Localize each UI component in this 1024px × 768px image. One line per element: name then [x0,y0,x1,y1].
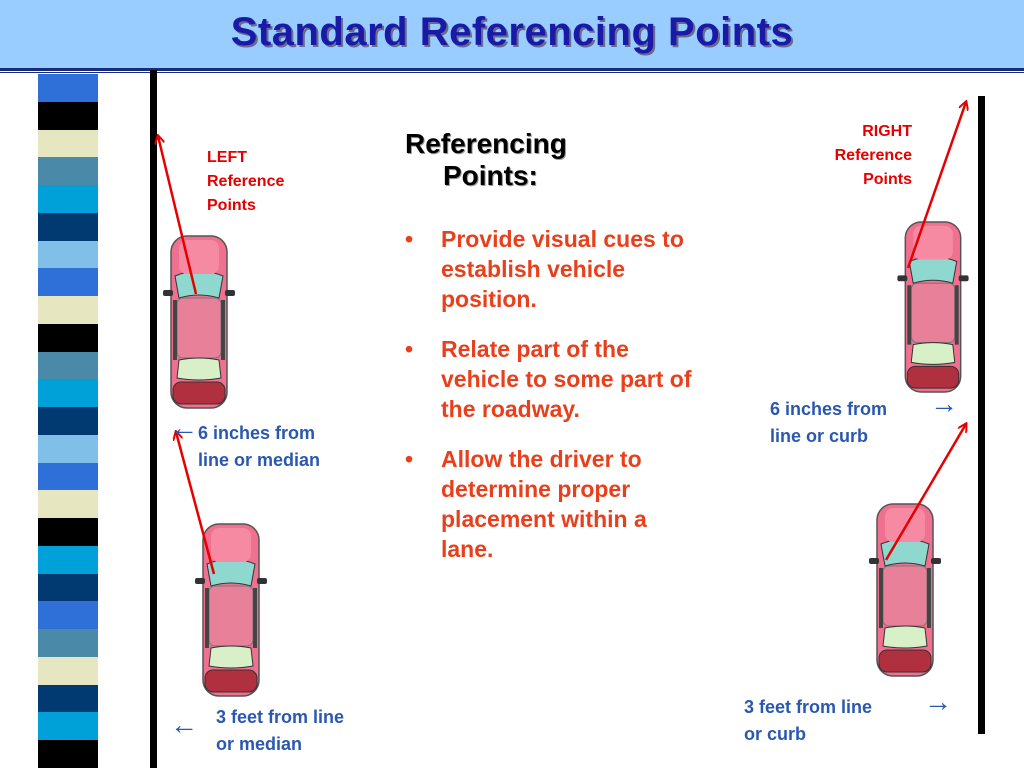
right-label-line1: RIGHT [862,123,912,140]
left-arrow-icon: ← [170,412,198,443]
car-icon-left-bottom [195,523,267,697]
stripe-segment [38,185,98,213]
note-line: line or median [198,450,321,470]
stripe-segment [38,296,98,324]
right-arrow-icon: → [924,686,952,717]
right-label-line3: Points [863,171,912,188]
stripe-segment [38,157,98,185]
stripe-segment [38,656,98,685]
right-label-line2: Reference [834,147,912,164]
stripe-segment [38,462,98,491]
stripe-segment [38,545,98,574]
left-label-line1: LEFT [207,149,247,166]
stripe-segment [38,712,98,740]
stripe-segment [38,212,98,241]
stripe-segment [38,101,98,130]
decorative-stripe-bar [38,74,98,768]
stripe-segment [38,379,98,407]
right-lane-line [978,96,985,734]
stripe-segment [38,323,98,352]
note-line: or median [216,734,303,754]
stripe-segment [38,268,98,296]
left-three-feet-note: 3 feet from line or median [216,704,344,758]
sight-line-right-top [906,102,966,269]
bullet-text: Allow the driver to determine proper pla… [441,446,647,562]
left-arrow-icon: ← [170,709,198,740]
stripe-segment [38,129,98,158]
right-arrow-icon: → [930,388,958,419]
stripe-segment [38,434,98,463]
stripe-segment [38,601,98,629]
left-reference-label: LEFT Reference Points [207,146,284,218]
bullet-text: Provide visual cues to establish vehicle… [441,226,684,312]
heading-line2: Points: [443,160,538,191]
bullet-item: • Provide visual cues to establish vehicl… [403,224,703,314]
stripe-segment [38,240,98,269]
bullet-text: Relate part of the vehicle to some part … [441,336,692,422]
slide-title: Standard Referencing Points [230,10,794,54]
stripe-segment [38,740,98,768]
note-line: 6 inches from [770,399,888,419]
sight-line-right-bottom [884,424,966,561]
bullet-icon: • [405,446,414,472]
right-three-feet-note: 3 feet from line or curb [744,694,872,748]
car-icon-right-top [897,221,969,393]
left-label-line3: Points [207,197,256,214]
left-lane-line [150,70,157,768]
stripe-segment [38,74,98,102]
right-six-inches-note: 6 inches from line or curb [770,396,887,450]
sight-line-left-top [158,136,198,295]
stripe-segment [38,351,98,380]
stripe-segment [38,629,98,657]
stripe-segment [38,518,98,546]
car-icon-right-bottom [869,503,941,677]
right-reference-label: RIGHT Reference Points [800,120,912,192]
bullet-icon: • [405,336,414,362]
note-line: 3 feet from line [744,697,873,717]
title-underline [0,68,1024,71]
bullet-item: • Relate part of the vehicle to some part… [403,334,703,424]
stripe-segment [38,490,98,518]
left-six-inches-note: 6 inches from line or median [198,420,320,474]
note-line: 6 inches from [198,423,316,443]
note-line: line or curb [770,426,869,446]
sight-line-left-bottom [176,432,216,575]
title-bar: Standard Referencing Points [0,0,1024,73]
left-label-line2: Reference [207,173,285,190]
stripe-segment [38,573,98,602]
note-line: or curb [744,724,807,744]
heading-line1: Referencing [405,128,567,159]
note-line: 3 feet from line [216,707,345,727]
bullet-item: • Allow the driver to determine proper pl… [403,444,703,564]
bullet-list: • Provide visual cues to establish vehicl… [403,224,703,584]
title-underline-thin [0,72,1024,73]
stripe-segment [38,684,98,713]
bullet-icon: • [405,226,414,252]
stripe-segment [38,407,98,435]
content-heading: Referencing Points: [405,128,567,192]
